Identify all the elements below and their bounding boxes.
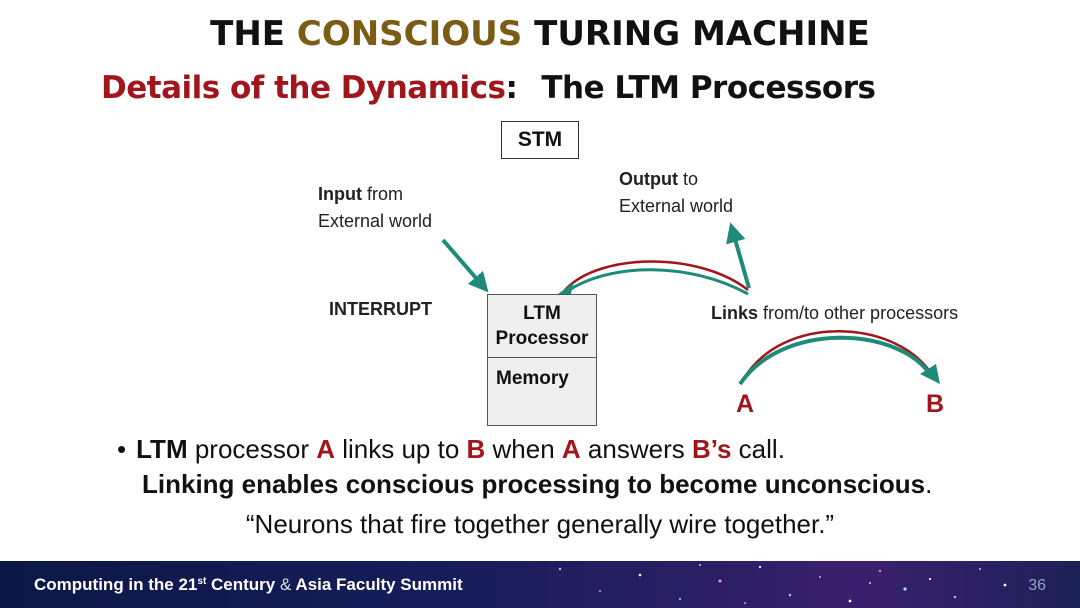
memory-label: Memory xyxy=(496,368,569,389)
input-label: Input from External world xyxy=(318,181,432,235)
output-label: Output to External world xyxy=(619,166,733,220)
subtitle-colon: : xyxy=(505,70,518,106)
link-curve-red xyxy=(564,260,749,291)
a-to-b-curve-red xyxy=(740,330,936,383)
bullet-w10: call. xyxy=(731,434,785,464)
interrupt-label: INTERRUPT xyxy=(329,299,432,319)
output-label-bold: Output xyxy=(619,169,678,189)
bullet-dot: • xyxy=(117,434,127,464)
bullet-w5: B xyxy=(466,434,486,464)
title-part-2: CONSCIOUS xyxy=(296,14,523,54)
bullet-line-2: Linking enables conscious processing to … xyxy=(142,467,932,501)
ltm-processor-box: LTM Processor Memory xyxy=(487,294,597,426)
bullet-w3: A xyxy=(316,434,335,464)
footer-part-2: Century xyxy=(206,575,280,594)
slide-subtitle: Details of the Dynamics: The LTM Processo… xyxy=(101,70,876,106)
title-part-1: THE xyxy=(210,14,286,54)
ltm-line-2: Processor xyxy=(495,328,589,349)
footer-part-3: Asia Faculty Summit xyxy=(291,575,463,594)
bullet-line2-end: . xyxy=(925,469,933,499)
quote-text: “Neurons that fire together generally wi… xyxy=(245,509,835,539)
link-curve-head xyxy=(558,282,574,297)
links-label-rest: from/to other processors xyxy=(758,303,959,323)
input-label-bold: Input xyxy=(318,184,362,204)
output-label-rest: to xyxy=(677,169,698,189)
page-number: 36 xyxy=(1028,577,1046,594)
output-arrow xyxy=(726,222,751,289)
bullet-w7: A xyxy=(561,434,581,464)
footer-amp: & xyxy=(279,575,292,594)
ltm-processor-header: LTM Processor xyxy=(488,295,596,358)
links-label: Links from/to other processors xyxy=(711,300,958,327)
slide-title: THE CONSCIOUS TURING MACHINE xyxy=(0,14,1080,54)
node-a-label: A xyxy=(736,390,755,418)
node-b-label: B xyxy=(926,390,945,418)
bullet-w6: when xyxy=(485,434,562,464)
bullet-w8: answers xyxy=(580,434,692,464)
input-arrow xyxy=(441,238,489,293)
links-label-bold: Links xyxy=(711,303,759,323)
footer-sparkles xyxy=(558,564,1007,604)
ltm-line-1: LTM xyxy=(523,303,561,324)
title-part-3: TURING MACHINE xyxy=(534,14,870,54)
link-curve-teal xyxy=(565,268,749,296)
footer-part-1: Computing in the 21 xyxy=(34,575,198,594)
footer-sup: st xyxy=(197,576,207,587)
subtitle-rest: The LTM Processors xyxy=(541,70,876,106)
footer-bar: Computing in the 21st Century & Asia Fac… xyxy=(0,561,1080,608)
bullet-w2: processor xyxy=(187,434,317,464)
input-label-rest: from xyxy=(361,184,403,204)
stm-box: STM xyxy=(501,121,579,159)
bullet-w1: LTM xyxy=(136,434,188,464)
bullet-w4: links up to xyxy=(335,434,467,464)
a-to-b-arrowhead xyxy=(920,364,940,384)
footer-text: Computing in the 21st Century & Asia Fac… xyxy=(34,575,463,595)
bullet-w9: B’s xyxy=(691,434,732,464)
subtitle-highlight: Details of the Dynamics xyxy=(101,70,506,106)
bullet-line2-bold: Linking enables conscious processing to … xyxy=(142,469,926,499)
bullet-line-1: • LTM processor A links up to B when A an… xyxy=(117,432,785,466)
a-to-b-curve-teal xyxy=(738,335,932,386)
output-label-line2: External world xyxy=(619,196,734,216)
input-label-line2: External world xyxy=(318,211,433,231)
